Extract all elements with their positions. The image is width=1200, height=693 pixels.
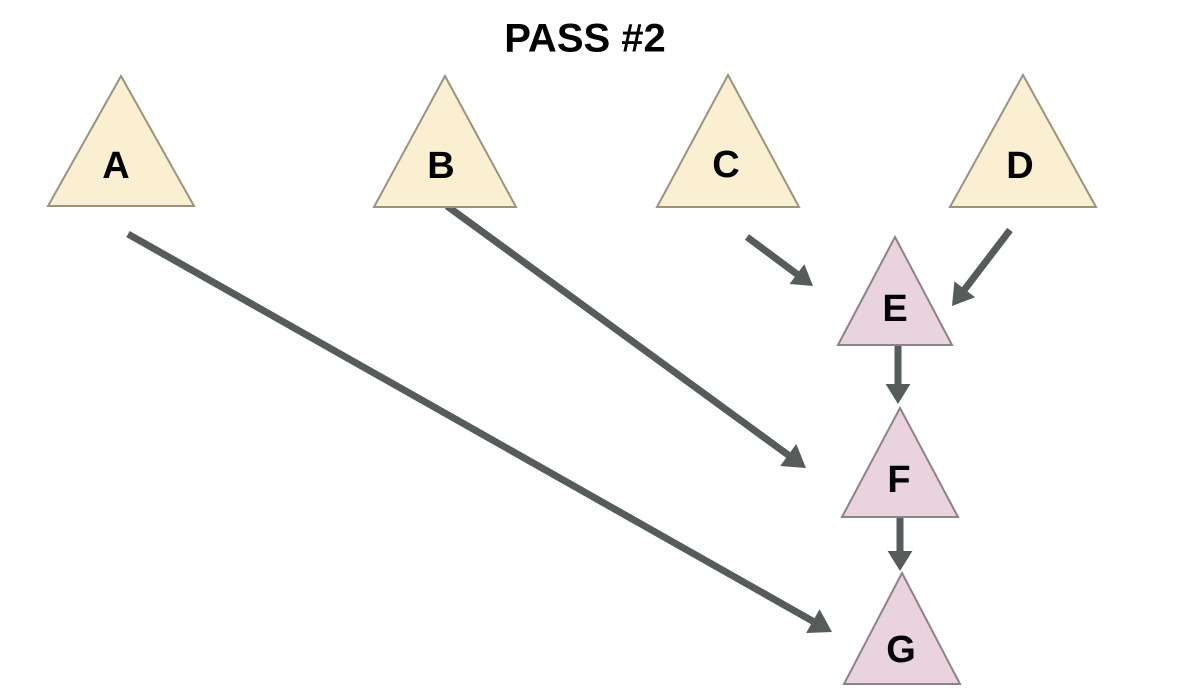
arrow-head-icon — [780, 444, 806, 468]
edge-e-to-f — [885, 345, 911, 404]
arrow-head-icon — [789, 264, 813, 286]
triangle-shape[interactable] — [372, 73, 518, 208]
page-title: PASS #2 — [504, 17, 666, 61]
node-label: A — [102, 145, 129, 187]
triangle-shape[interactable] — [655, 72, 801, 208]
node-a[interactable]: A — [46, 73, 196, 207]
node-label: C — [712, 144, 739, 186]
edge-a-to-g — [126, 230, 832, 634]
node-e[interactable]: E — [836, 234, 954, 346]
arrow-head-icon — [885, 384, 911, 404]
node-label: G — [886, 629, 916, 671]
edge-shaft — [444, 203, 792, 460]
edge-shaft — [126, 230, 817, 626]
node-g[interactable]: G — [842, 570, 962, 685]
edge-d-to-e — [952, 227, 1013, 306]
arrow-head-icon — [887, 551, 913, 571]
node-f[interactable]: F — [840, 405, 960, 518]
node-label: B — [427, 145, 454, 187]
triangle-shape[interactable] — [948, 72, 1098, 208]
node-b[interactable]: B — [372, 73, 518, 208]
edge-b-to-f — [444, 203, 806, 468]
node-c[interactable]: C — [655, 72, 801, 208]
edge-shaft — [744, 234, 801, 279]
arrow-head-icon — [806, 609, 832, 634]
node-label: D — [1006, 145, 1033, 187]
triangle-shape[interactable] — [46, 73, 196, 207]
edge-c-to-e — [744, 234, 813, 286]
nodes-layer: A B C D E F G — [46, 72, 1098, 685]
node-label: E — [882, 288, 907, 330]
edges-layer — [126, 203, 1013, 634]
triangle-shape[interactable] — [840, 405, 960, 518]
edge-f-to-g — [887, 517, 913, 571]
node-label: F — [887, 459, 910, 501]
triangle-shape[interactable] — [842, 570, 962, 685]
edge-shaft — [960, 227, 1013, 294]
node-d[interactable]: D — [948, 72, 1098, 208]
triangle-shape[interactable] — [836, 234, 954, 346]
arrow-head-icon — [952, 281, 976, 306]
